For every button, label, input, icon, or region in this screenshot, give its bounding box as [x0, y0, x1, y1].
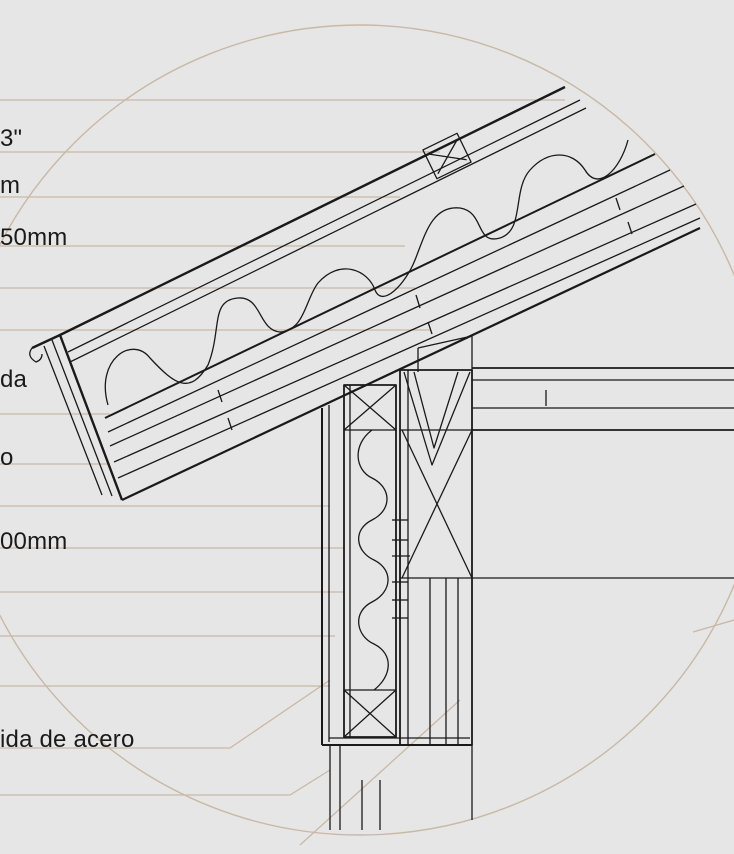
annotation-label-1: 3"	[0, 125, 23, 152]
annotation-label-5: o	[0, 444, 14, 471]
annotation-label-2: m	[0, 172, 21, 199]
roof-assembly	[29, 85, 701, 501]
leader-lines	[0, 99, 565, 846]
roof-insulation	[104, 139, 629, 406]
wall-assembly	[321, 335, 734, 830]
annotation-label-3: 50mm	[0, 224, 68, 251]
wall-insulation	[357, 429, 389, 691]
annotation-label-6: 00mm	[0, 528, 68, 555]
annotation-label-7: ida de acero	[0, 726, 135, 753]
detail-circle	[0, 24, 734, 836]
annotation-label-4: da	[0, 366, 28, 393]
detail-callout-leader	[692, 619, 734, 633]
